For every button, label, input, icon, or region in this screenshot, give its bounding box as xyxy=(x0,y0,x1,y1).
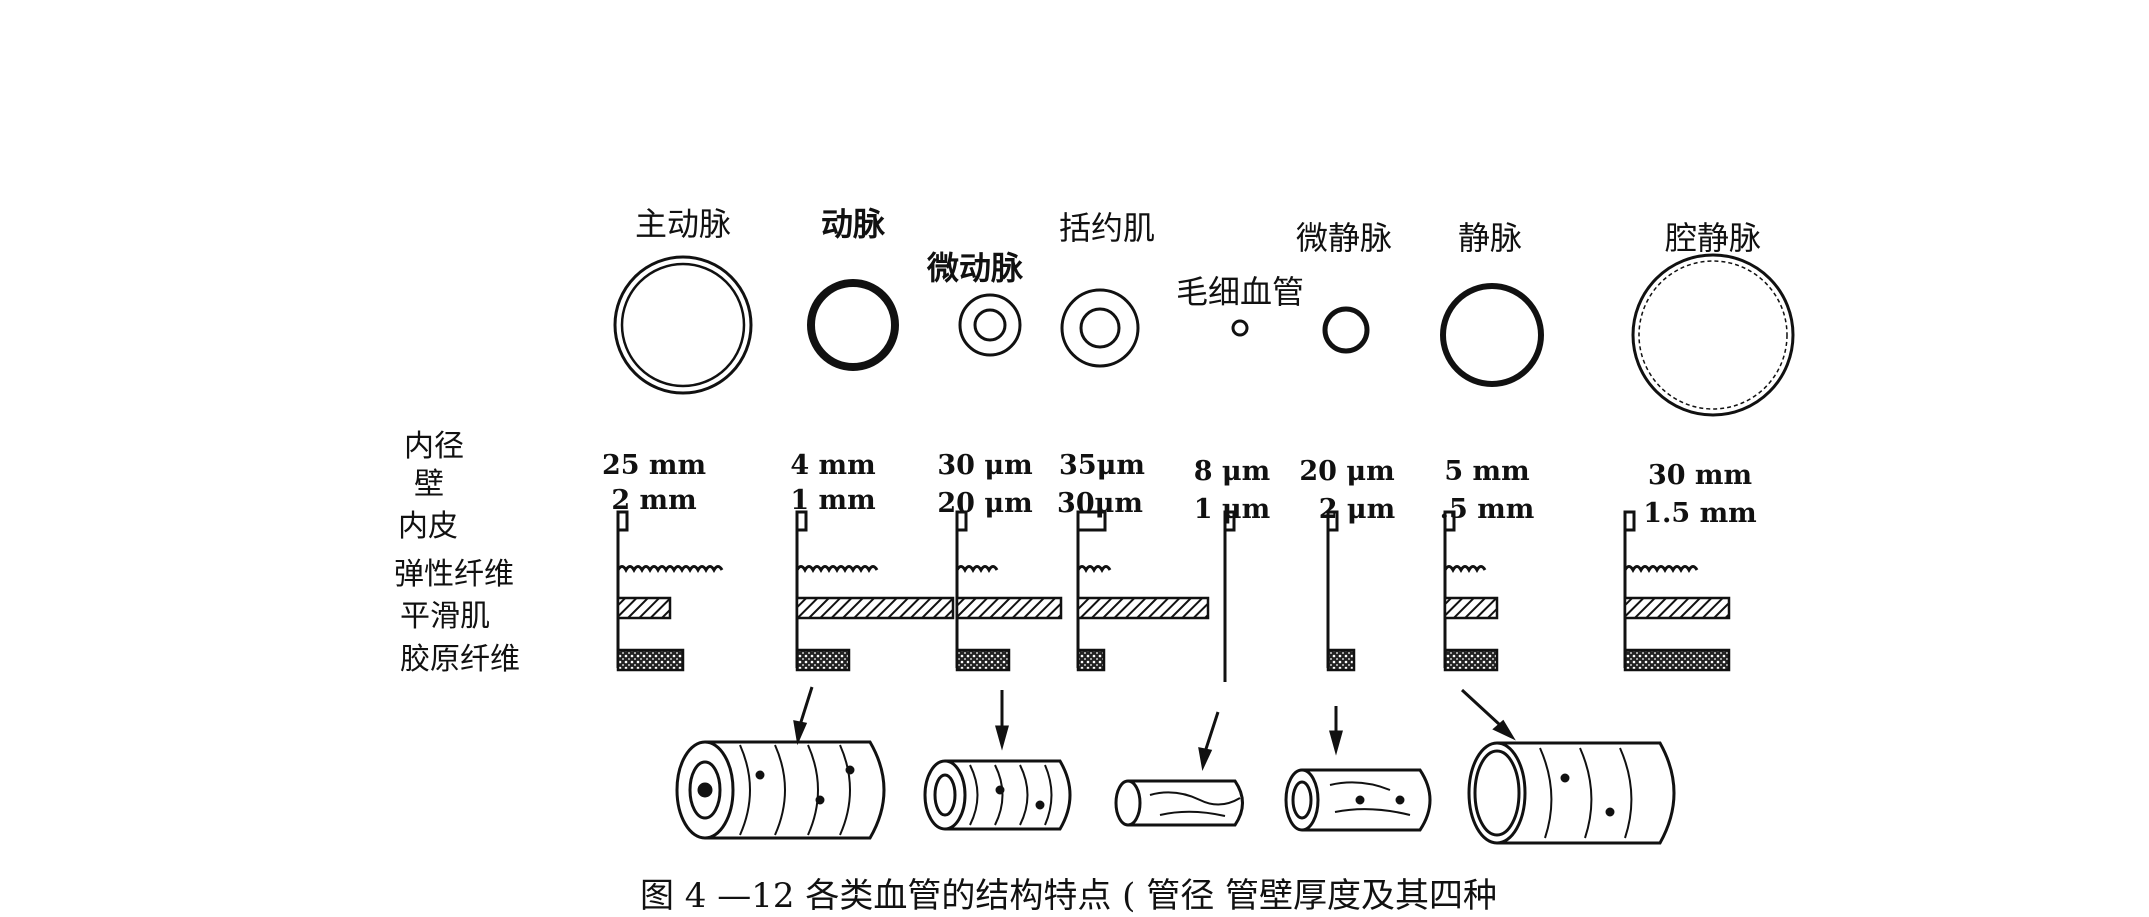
bar-endothelium xyxy=(795,510,808,532)
bar-endothelium xyxy=(955,510,968,532)
cylinder-artery xyxy=(675,740,886,840)
bar-endothelium xyxy=(1076,510,1107,532)
vessel-name-vena-cava: 腔静脉 xyxy=(1664,219,1762,257)
bar-elastic-fiber xyxy=(795,565,879,574)
vessel-name-vein: 静脉 xyxy=(1457,219,1523,257)
bar-smooth-muscle xyxy=(1443,596,1499,620)
arrows xyxy=(793,686,1516,771)
bar-smooth-muscle xyxy=(1076,596,1210,620)
vessel-name-capillary: 毛细血管 xyxy=(1175,273,1305,311)
cross-section-aorta xyxy=(613,255,753,395)
bar-collagen-fiber xyxy=(1076,648,1106,672)
bar-elastic-fiber xyxy=(616,565,724,574)
bar-elastic-fiber xyxy=(1623,565,1699,574)
composition-bars xyxy=(616,510,1731,682)
cylinder-arteriole xyxy=(923,759,1072,831)
cross-section-capillary xyxy=(1231,319,1249,337)
value-wall-vena-cava: 1.5 mm xyxy=(1643,498,1757,529)
value-inner-diameter-sphincter: 35μm xyxy=(1059,450,1145,481)
bar-elastic-fiber xyxy=(1076,565,1112,574)
bar-smooth-muscle xyxy=(795,596,955,620)
bar-smooth-muscle xyxy=(1623,596,1731,620)
vessel-name-arteriole: 微动脉 xyxy=(926,249,1024,287)
row-label-collagen-fiber: 胶原纤维 xyxy=(400,642,520,677)
value-wall-arteriole: 20 μm xyxy=(937,488,1033,519)
row-label-elastic-fiber: 弹性纤维 xyxy=(394,557,514,592)
bar-elastic-fiber xyxy=(1443,565,1487,574)
row-label-wall: 壁 xyxy=(414,467,444,502)
cross-section-venule xyxy=(1322,306,1370,354)
bar-collagen-fiber xyxy=(1326,648,1356,672)
bar-collagen-fiber xyxy=(955,648,1011,672)
cross-section-vena-cava xyxy=(1631,253,1795,417)
value-inner-diameter-vena-cava: 30 mm xyxy=(1647,460,1753,491)
bar-collagen-fiber xyxy=(795,648,851,672)
value-inner-diameter-venule: 20 μm xyxy=(1299,456,1395,487)
vessel-name-venule: 微静脉 xyxy=(1295,219,1393,257)
value-inner-diameter-artery: 4 mm xyxy=(790,450,876,481)
cylinder-vein xyxy=(1467,741,1676,845)
bar-collagen-fiber xyxy=(616,648,685,672)
vessel-name-sphincter: 括约肌 xyxy=(1058,209,1156,247)
bar-endothelium xyxy=(1326,510,1339,532)
bar-endothelium xyxy=(616,510,629,532)
bar-smooth-muscle xyxy=(955,596,1063,620)
value-wall-venule: 2 μm xyxy=(1318,494,1396,525)
cross-section-artery xyxy=(807,279,899,371)
bar-endothelium xyxy=(1223,510,1236,532)
value-inner-diameter-arteriole: 30 μm xyxy=(937,450,1033,481)
value-wall-aorta: 2 mm xyxy=(611,485,697,516)
row-label-smooth-muscle: 平滑肌 xyxy=(400,599,490,634)
bar-endothelium xyxy=(1623,510,1636,532)
value-wall-artery: 1 mm xyxy=(790,485,876,516)
cylinder-venule xyxy=(1284,768,1432,832)
bar-collagen-fiber xyxy=(1443,648,1499,672)
bar-smooth-muscle xyxy=(616,596,672,620)
value-inner-diameter-aorta: 25 mm xyxy=(601,450,707,481)
vessel-name-aorta: 主动脉 xyxy=(634,205,732,243)
row-label-inner-diameter: 内径 xyxy=(404,429,464,464)
bar-collagen-fiber xyxy=(1623,648,1731,672)
figure-caption: 图 4 —12 各类血管的结构特点 ( 管径 管壁厚度及其四种 xyxy=(640,876,1498,916)
cross-section-vein xyxy=(1440,283,1544,387)
cross-section-arteriole xyxy=(958,293,1022,357)
vessel-name-artery: 动脉 xyxy=(820,205,886,243)
row-label-endothelium: 内皮 xyxy=(398,509,458,544)
cylinder-capillary xyxy=(1114,779,1244,827)
bar-elastic-fiber xyxy=(955,565,999,574)
bar-endothelium xyxy=(1443,510,1456,532)
value-wall-capillary: 1 μm xyxy=(1193,494,1271,525)
cross-section-sphincter xyxy=(1060,288,1140,368)
value-inner-diameter-capillary: 8 μm xyxy=(1193,456,1271,487)
value-inner-diameter-vein: 5 mm xyxy=(1444,456,1530,487)
